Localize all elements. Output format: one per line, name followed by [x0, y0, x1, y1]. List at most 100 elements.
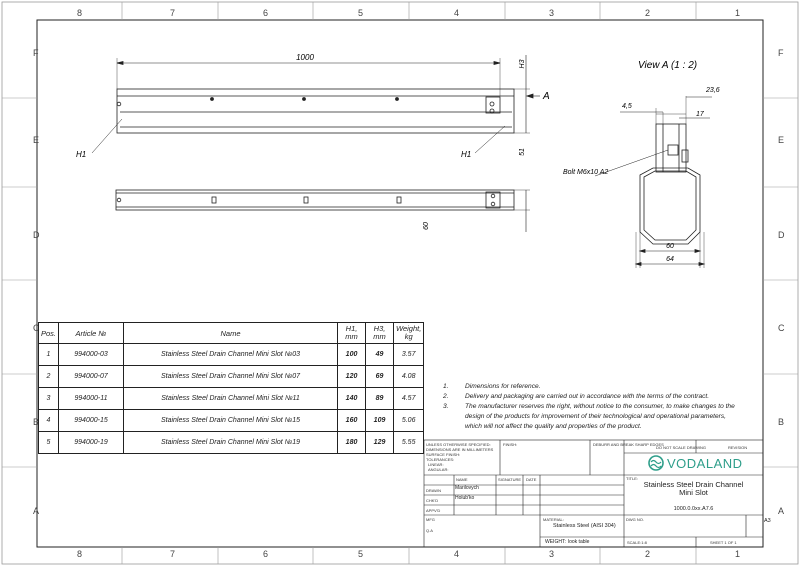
dim-64: 64 [666, 256, 674, 263]
cell-h1: 160 [337, 409, 367, 432]
dim-4-5: 4,5 [622, 103, 632, 110]
col-label: 5 [358, 549, 364, 559]
col-label: 3 [549, 549, 555, 559]
row-label: A [33, 506, 40, 516]
cell-h3: 49 [365, 343, 395, 366]
dim-17: 17 [696, 111, 705, 118]
brand-name: VODALAND [667, 456, 743, 471]
col-label: 2 [645, 8, 651, 18]
col-label: 8 [77, 549, 83, 559]
date-column-label: DATE [526, 477, 537, 482]
cell-h3: 89 [365, 387, 395, 410]
check-name: Holub'ko [455, 495, 475, 501]
cell-weight: 3.57 [393, 343, 425, 366]
note-text: which will not affect the quality and pr… [465, 423, 642, 431]
revision-label: REVISION [728, 445, 748, 450]
angular-label: ANGULAR: [428, 467, 449, 472]
note-number [443, 422, 465, 432]
sheet-label: SHEET 1 OF 1 [710, 540, 737, 545]
table-row: 4 994000-15 Stainless Steel Drain Channe… [37, 409, 425, 432]
note-item: design of the products for improvement o… [443, 412, 773, 422]
mfg-label: MFG [426, 517, 435, 522]
row-label: D [778, 230, 785, 240]
row-label: F [778, 48, 784, 58]
material-value: Stainless Steel (AISI 304) [553, 523, 616, 529]
col-label: 6 [263, 8, 269, 18]
col-label: 7 [170, 549, 176, 559]
table-row: 1 994000-03 Stainless Steel Drain Channe… [37, 343, 425, 366]
dim-60: 60 [666, 243, 674, 250]
h1-height-dimension: 51 [519, 148, 526, 156]
signature-column-label: SIGNATURE [498, 477, 522, 482]
name-column-label: NAME [456, 477, 468, 482]
h1-label-left: H1 [76, 150, 86, 159]
row-label: D [33, 230, 40, 240]
material-label: MATERIAL: [543, 517, 564, 522]
parts-table: Pos. Article № Name H1, mm H3, mm Weight… [37, 322, 425, 454]
row-label: A [778, 506, 785, 516]
cell-weight: 5.06 [393, 409, 425, 432]
header-h3: H3, mm [365, 322, 395, 344]
cell-weight: 4.08 [393, 365, 425, 388]
product-code: 1000.0.0xx.A7.6 [673, 506, 714, 512]
weight-label: WEIGHT: [545, 539, 566, 545]
tolerances-label: TOLERANCES: [426, 457, 455, 462]
header-h1: H1, mm [337, 322, 367, 344]
view-a-arrow-label: A [542, 91, 550, 102]
cell-pos: 2 [37, 365, 60, 388]
cell-article: 994000-11 [58, 387, 125, 410]
cell-h3: 109 [365, 409, 395, 432]
sheet-size: A3 [764, 518, 771, 524]
surface-label: SURFACE FINISH: [426, 452, 461, 457]
col-label: 5 [358, 8, 364, 18]
h3-dimension: H3 [519, 59, 526, 68]
dim-23-6: 23,6 [705, 87, 720, 94]
h1-label-right: H1 [461, 150, 471, 159]
table-row: 2 994000-07 Stainless Steel Drain Channe… [37, 365, 425, 388]
width-dimension: 60 [423, 222, 430, 230]
header-article: Article № [58, 322, 125, 344]
col-label: 2 [645, 549, 651, 559]
cell-name: Stainless Steel Drain Channel Mini Slot … [123, 431, 339, 454]
note-text: Delivery and packaging are carried out i… [465, 393, 710, 401]
cell-pos: 5 [37, 431, 60, 454]
cell-h3: 69 [365, 365, 395, 388]
weight-value: look table [568, 539, 590, 545]
table-row: 3 994000-11 Stainless Steel Drain Channe… [37, 387, 425, 410]
no-scale-label: DO NOT SCALE DRAWING [656, 445, 707, 450]
col-label: 3 [549, 8, 555, 18]
drawing-notes: 1.Dimensions for reference. 2. Delivery a… [443, 382, 773, 432]
bolt-callout: Bolt M6x10 A2 [563, 169, 608, 176]
qa-label: Q.A [426, 528, 433, 533]
note-text: The manufacturer reserves the right, wit… [465, 403, 735, 411]
col-label: 1 [735, 549, 741, 559]
note-number: 2. [443, 393, 449, 401]
cell-pos: 4 [37, 409, 60, 432]
cell-article: 994000-03 [58, 343, 125, 366]
header-weight: Weight, kg [393, 322, 425, 344]
row-label: E [778, 135, 785, 145]
drawn-name: Marilovych [455, 485, 479, 491]
vodaland-logo-icon [648, 455, 664, 471]
cell-name: Stainless Steel Drain Channel Mini Slot … [123, 365, 339, 388]
finish-label: FINISH: [503, 442, 518, 447]
cell-name: Stainless Steel Drain Channel Mini Slot … [123, 343, 339, 366]
cell-h1: 120 [337, 365, 367, 388]
note-item: 1.Dimensions for reference. [443, 382, 773, 392]
note-number: 3. [443, 403, 449, 411]
col-label: 1 [735, 8, 741, 18]
cell-h1: 180 [337, 431, 367, 454]
row-label: E [33, 135, 40, 145]
drawn-label: DRAWN [426, 488, 441, 493]
table-row: 5 994000-19 Stainless Steel Drain Channe… [37, 431, 425, 454]
section-view [594, 96, 712, 268]
note-item: 2. Delivery and packaging are carried out… [443, 392, 773, 402]
note-item: which will not affect the quality and pr… [443, 422, 773, 432]
side-view [91, 55, 540, 154]
row-label: C [778, 323, 785, 333]
unless-label: UNLESS OTHERWISE SPECIFIED: [426, 442, 491, 447]
header-pos: Pos. [37, 322, 60, 344]
top-view [115, 189, 530, 232]
col-label: 8 [77, 8, 83, 18]
